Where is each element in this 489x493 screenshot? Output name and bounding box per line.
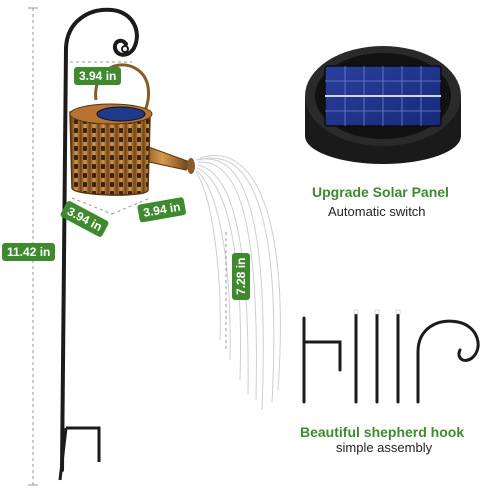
- total-height-label: 11.42 in: [2, 243, 56, 261]
- water-length-label: 7.28 in: [232, 252, 250, 300]
- shepherd-hook-icon: [302, 310, 480, 404]
- watering-can-icon: [69, 63, 195, 196]
- shepherd-hook-title: Beautiful shepherd hook: [300, 424, 465, 440]
- shepherd-hook-pole: [58, 7, 139, 481]
- top-width-label: 3.94 in: [74, 67, 122, 85]
- solar-panel-title: Upgrade Solar Panel: [312, 184, 449, 200]
- water-spray: [195, 155, 281, 411]
- solar-panel-icon: [305, 46, 461, 164]
- shepherd-hook-subtitle: simple assembly: [336, 440, 433, 455]
- solar-panel-subtitle: Automatic switch: [328, 204, 426, 219]
